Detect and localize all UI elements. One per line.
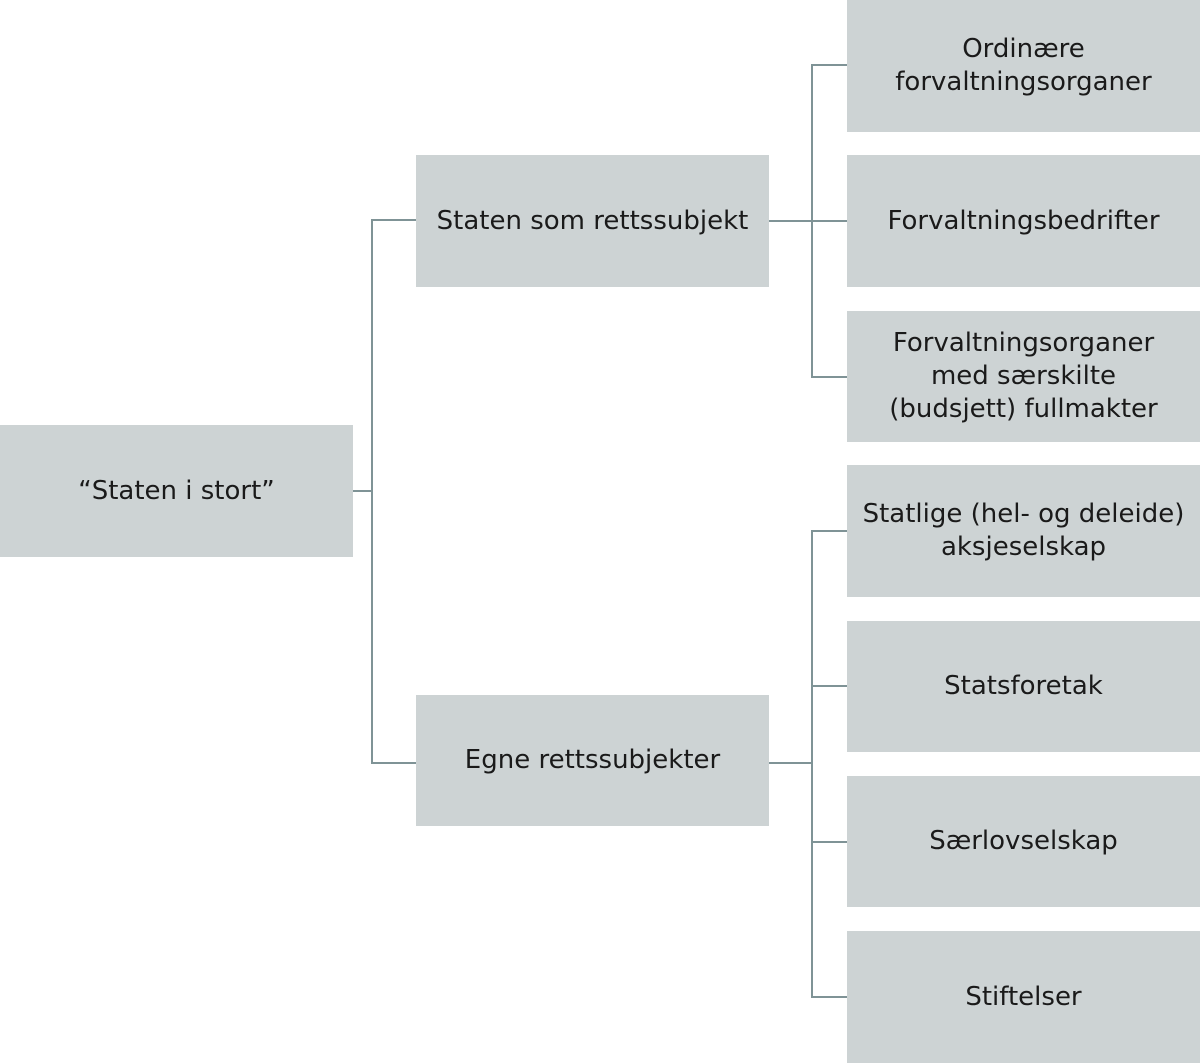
leaf-node-label: Ordinære forvaltningsorganer bbox=[895, 34, 1152, 97]
leaf-node-saerlovselskap: Særlovselskap bbox=[847, 776, 1200, 907]
branch-node-label: Egne rettssubjekter bbox=[464, 745, 721, 775]
root-node-label: “Staten i stort” bbox=[78, 475, 275, 506]
leaf-node-label: Statlige (hel- og deleide) aksjeselskap bbox=[862, 499, 1185, 562]
root-node: “Staten i stort” bbox=[0, 425, 353, 557]
leaf-node-statlige-aksjeselskap: Statlige (hel- og deleide) aksjeselskap bbox=[847, 465, 1200, 597]
branch-node-staten-som-rettssubjekt: Staten som rettssubjekt bbox=[416, 155, 769, 287]
leaf-node-label: Forvaltningsorganer med særskilte (budsj… bbox=[889, 328, 1158, 424]
branch-node-egne-rettssubjekter: Egne rettssubjekter bbox=[416, 695, 769, 826]
leaf-node-statsforetak: Statsforetak bbox=[847, 621, 1200, 752]
leaf-node-label: Forvaltningsbedrifter bbox=[887, 205, 1160, 236]
leaf-node-forvaltningsorganer-med-saerskilte-fullmakter: Forvaltningsorganer med særskilte (budsj… bbox=[847, 311, 1200, 442]
branch-node-label: Staten som rettssubjekt bbox=[436, 205, 749, 236]
leaf-node-label: Stiftelser bbox=[965, 981, 1082, 1012]
leaf-node-ordinaere-forvaltningsorganer: Ordinære forvaltningsorganer bbox=[847, 0, 1200, 132]
leaf-node-stiftelser: Stiftelser bbox=[847, 931, 1200, 1063]
leaf-node-label: Særlovselskap bbox=[929, 826, 1118, 856]
leaf-node-forvaltningsbedrifter: Forvaltningsbedrifter bbox=[847, 155, 1200, 287]
leaf-node-label: Statsforetak bbox=[944, 671, 1103, 701]
